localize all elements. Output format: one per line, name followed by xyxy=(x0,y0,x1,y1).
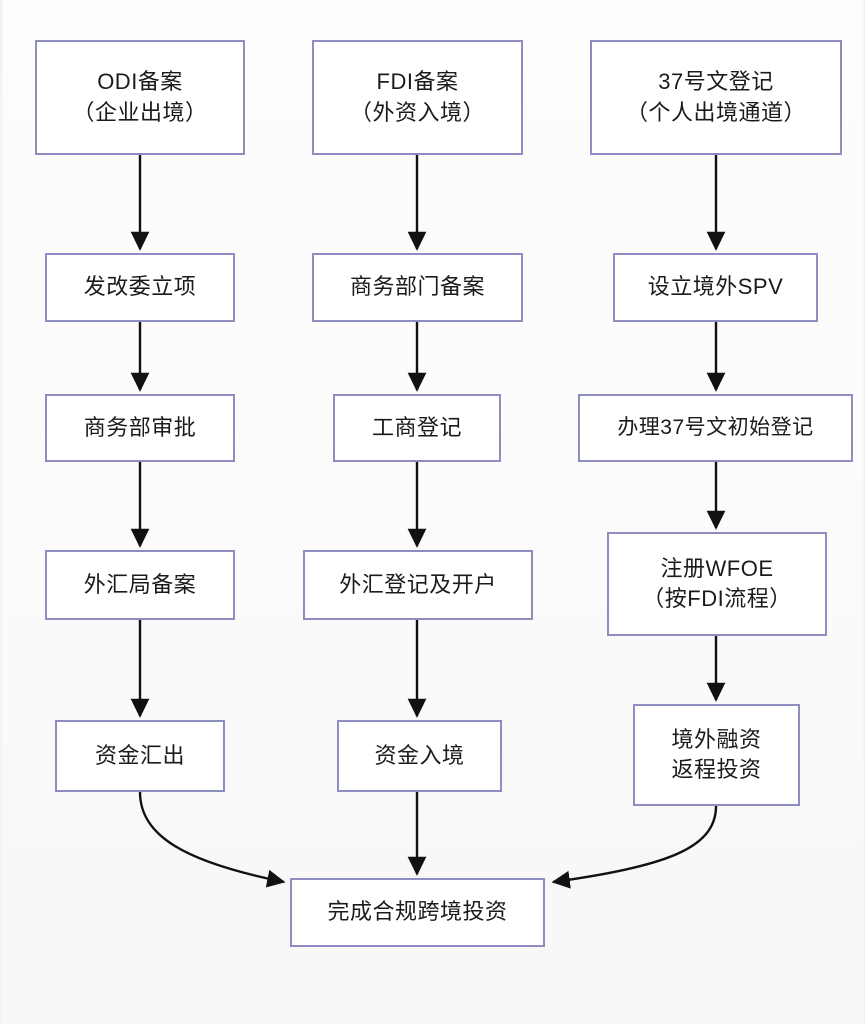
node-fdi-start[interactable]: FDI备案 （外资入境） xyxy=(312,40,523,155)
node-doc37-step5-line2: 返程投资 xyxy=(671,757,762,782)
node-fdi-step4[interactable]: 外汇登记及开户 xyxy=(303,550,533,620)
node-fdi-step3-label: 工商登记 xyxy=(371,414,462,440)
node-odi-step4[interactable]: 外汇局备案 xyxy=(45,550,235,620)
node-fdi-step2[interactable]: 商务部门备案 xyxy=(312,253,523,322)
node-odi-step4-label: 外汇局备案 xyxy=(83,571,197,597)
page-left-edge xyxy=(0,0,3,1024)
node-odi-step2[interactable]: 发改委立项 xyxy=(45,253,235,322)
node-odi-start-line1: ODI备案 xyxy=(97,69,183,95)
page-right-edge xyxy=(862,0,865,1024)
edge-odi-step5-to-final xyxy=(138,791,286,888)
node-fdi-step2-label: 商务部门备案 xyxy=(349,274,485,300)
node-fdi-step5[interactable]: 资金入境 xyxy=(337,720,502,792)
node-doc37-start[interactable]: 37号文登记 （个人出境通道） xyxy=(590,40,842,155)
node-doc37-start-line2: （个人出境通道） xyxy=(625,99,806,125)
node-odi-step3-label: 商务部审批 xyxy=(83,414,197,440)
node-doc37-step4-line2: （按FDI流程） xyxy=(642,586,792,611)
node-odi-start-line2: （企业出境） xyxy=(72,99,208,125)
node-final[interactable]: 完成合规跨境投资 xyxy=(290,878,545,947)
node-doc37-step4-line1: 注册WFOE xyxy=(660,555,774,581)
node-doc37-start-line1: 37号文登记 xyxy=(658,69,774,95)
node-fdi-start-line1: FDI备案 xyxy=(376,69,459,95)
node-doc37-step3[interactable]: 办理37号文初始登记 xyxy=(578,394,853,462)
node-final-label: 完成合规跨境投资 xyxy=(327,899,508,925)
node-fdi-step4-label: 外汇登记及开户 xyxy=(339,571,497,597)
node-doc37-step3-label: 办理37号文初始登记 xyxy=(617,415,814,439)
node-doc37-step5-line1: 境外融资 xyxy=(671,726,762,752)
node-odi-step5[interactable]: 资金汇出 xyxy=(55,720,225,792)
node-doc37-step4[interactable]: 注册WFOE （按FDI流程） xyxy=(607,532,827,636)
node-fdi-step3[interactable]: 工商登记 xyxy=(333,394,501,462)
node-odi-step2-label: 发改委立项 xyxy=(83,274,197,300)
node-odi-start[interactable]: ODI备案 （企业出境） xyxy=(35,40,245,155)
node-fdi-start-line2: （外资入境） xyxy=(349,99,485,125)
node-doc37-step5[interactable]: 境外融资 返程投资 xyxy=(633,704,800,806)
node-doc37-step2[interactable]: 设立境外SPV xyxy=(613,253,818,322)
node-odi-step3[interactable]: 商务部审批 xyxy=(45,394,235,462)
edge-doc37-step5-to-final xyxy=(551,805,718,889)
node-odi-step5-label: 资金汇出 xyxy=(94,742,185,768)
node-doc37-step2-label: 设立境外SPV xyxy=(647,274,784,300)
node-fdi-step5-label: 资金入境 xyxy=(374,742,465,768)
